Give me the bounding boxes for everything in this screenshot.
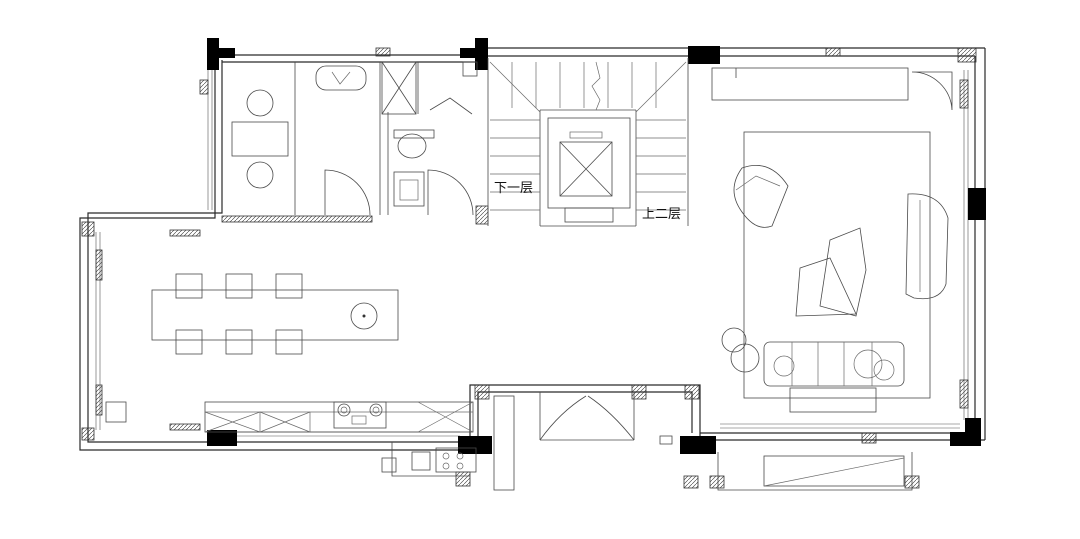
service-area [381, 442, 913, 491]
kitchen [105, 401, 474, 433]
living-room [711, 67, 953, 413]
study-room [231, 62, 371, 216]
bathroom [379, 61, 478, 216]
staircase [487, 58, 689, 227]
entrance [493, 392, 673, 491]
columns [207, 38, 986, 454]
stair-up-label: 上二层 [642, 207, 681, 222]
hatched-wall-pieces [81, 47, 977, 489]
dining-table [151, 273, 399, 355]
windows [95, 70, 969, 437]
outer-walls [79, 47, 986, 451]
heating-units [95, 79, 969, 431]
stair-down-label: 下一层 [494, 181, 533, 196]
